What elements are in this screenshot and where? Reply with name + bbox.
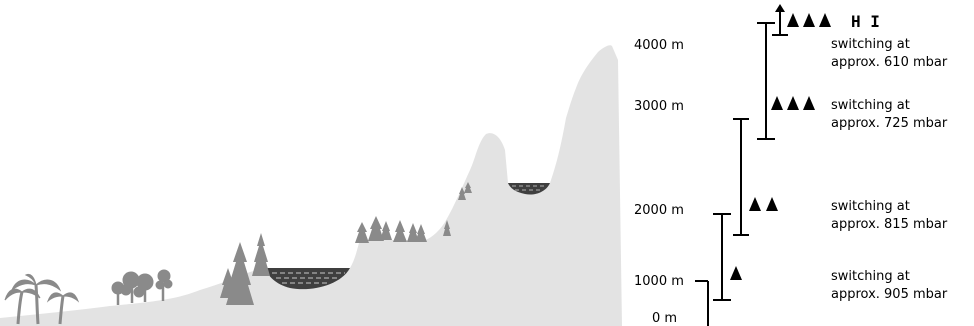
mountain-icon-top	[787, 13, 831, 27]
altitude-label-2000: 2000 m	[634, 203, 684, 218]
mountain-terrain	[0, 45, 622, 326]
lake-upper	[508, 183, 550, 195]
stage-note-905-line2: approx. 905 mbar	[831, 287, 948, 302]
palm-trees	[4, 273, 80, 325]
conifer-trees-small	[355, 182, 472, 243]
mountain-icon-2	[749, 197, 778, 211]
top-symbol-text: H I	[851, 12, 880, 31]
lake-lower	[265, 268, 350, 290]
range-bars	[695, 11, 788, 326]
stage-note-815-line2: approx. 815 mbar	[831, 217, 948, 232]
altitude-label-4000: 4000 m	[634, 38, 684, 53]
stage-note-815-line1: switching at	[831, 199, 910, 214]
mountain-icon-3	[771, 96, 815, 110]
stage-note-905-line1: switching at	[831, 269, 910, 284]
altitude-label-0: 0 m	[652, 311, 677, 326]
stage-note-610-line1: switching at	[831, 37, 910, 52]
deciduous-trees	[111, 269, 173, 305]
stage-note-610-line2: approx. 610 mbar	[831, 55, 948, 70]
stage-note-725-line1: switching at	[831, 98, 910, 113]
conifer-trees-large	[220, 233, 270, 305]
stage-note-725-line2: approx. 725 mbar	[831, 116, 948, 131]
up-arrow-icon	[775, 4, 785, 12]
altitude-label-1000: 1000 m	[634, 274, 684, 289]
mountain-icon-1	[730, 266, 742, 280]
altitude-label-3000: 3000 m	[634, 99, 684, 114]
